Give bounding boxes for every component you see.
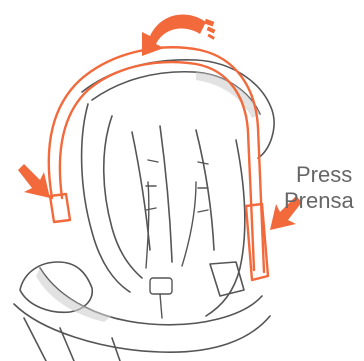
harness — [146, 160, 208, 318]
seat-base-curve — [40, 268, 262, 325]
base-right-block — [210, 262, 244, 296]
curved-arrow-icon — [142, 14, 215, 56]
base-leg-right — [112, 338, 120, 361]
arrow-right-down-icon — [18, 164, 50, 198]
seat-back-inner — [104, 116, 142, 278]
harness-mark-6 — [198, 210, 208, 212]
handle-inner — [60, 62, 254, 270]
harness-mark-1 — [148, 160, 158, 162]
press-label: Press — [296, 162, 352, 188]
harness-crotch-strap — [160, 294, 162, 318]
curved-arrow-dash-2 — [207, 26, 216, 33]
seat-pad-left — [132, 132, 150, 250]
prensa-label: Prensa — [284, 188, 354, 214]
harness-buckle — [150, 278, 172, 294]
harness-mark-4 — [198, 162, 208, 164]
shadow-left — [36, 268, 112, 322]
harness-strap-right — [182, 182, 196, 266]
curved-arrow-dash-1 — [204, 19, 214, 27]
seat-center-seam — [160, 126, 172, 262]
harness-mark-3 — [146, 208, 156, 210]
curved-arrow-dash-3 — [207, 34, 215, 40]
seat-pad-right — [196, 130, 214, 250]
base-leg-mid — [60, 328, 74, 361]
